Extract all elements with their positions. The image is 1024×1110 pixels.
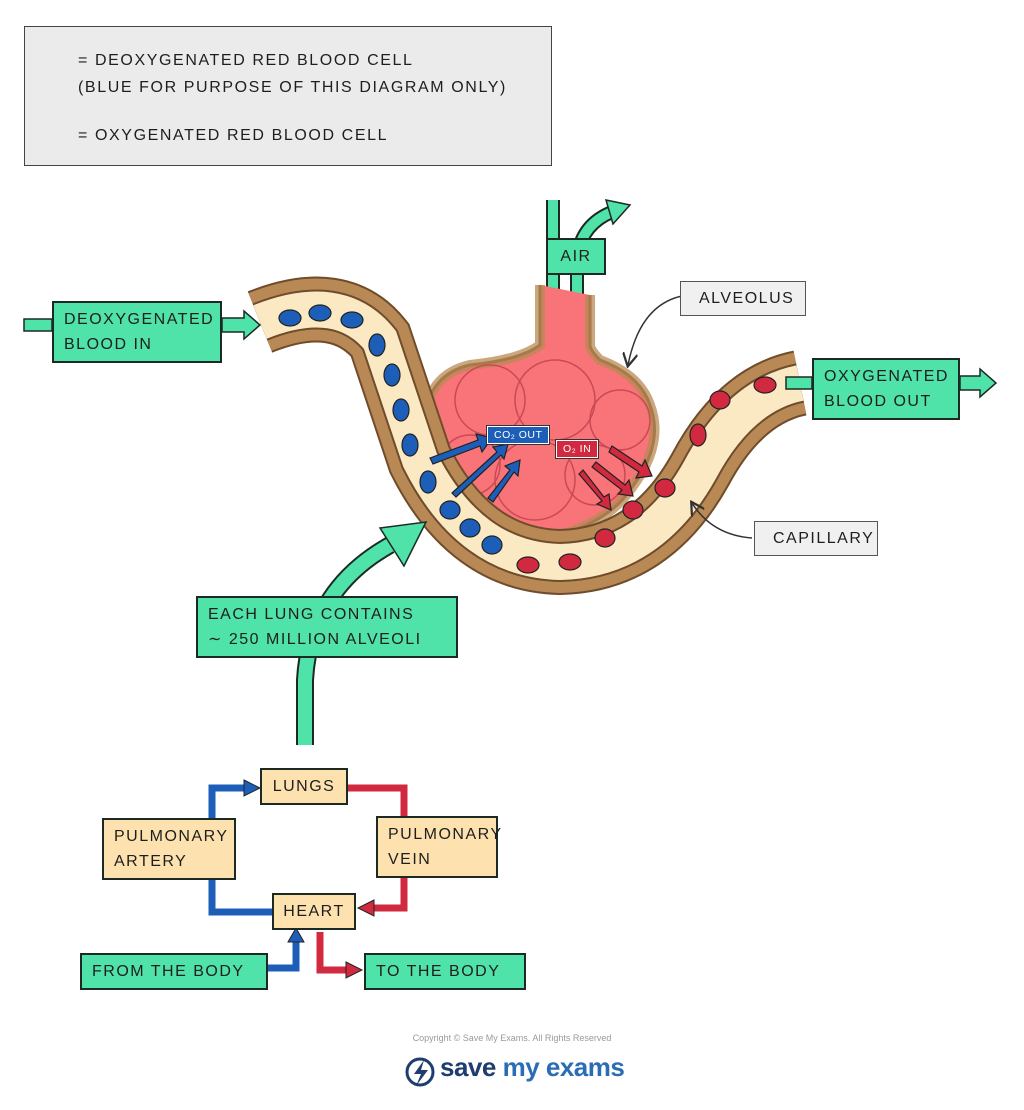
save-my-exams-logo-icon	[405, 1057, 435, 1087]
pulmonary-vein-box: PULMONARY VEIN	[376, 816, 501, 878]
co2-out-label: CO₂ OUT	[485, 425, 551, 445]
heart-box: HEART	[272, 893, 356, 930]
oxygenated-cells	[516, 376, 777, 574]
blood-in-arrow	[23, 309, 262, 341]
from-the-body-label: FROM THE BODY	[80, 953, 268, 990]
o2-in-label: O₂ IN	[554, 439, 600, 459]
o2-in-arrows	[578, 445, 653, 511]
copyright-text: Copyright © Save My Exams. All Rights Re…	[412, 1033, 612, 1043]
legend-oxy-label: = OXYGENATED RED BLOOD CELL	[78, 127, 389, 144]
legend-deoxy-note: (BLUE FOR PURPOSE OF THIS DIAGRAM ONLY)	[78, 79, 507, 96]
pulmonary-artery-box: PULMONARY ARTERY	[102, 818, 236, 880]
brand-save: save	[440, 1052, 503, 1082]
blood-out-arrow	[785, 367, 998, 399]
alveolus-pointer	[628, 295, 683, 365]
lung-fact-label: EACH LUNG CONTAINS ∼ 250 MILLION ALVEOLI	[196, 596, 458, 658]
deoxygenated-cells	[278, 304, 503, 555]
co2-out-arrows	[429, 433, 521, 503]
brand-my-exams: my exams	[502, 1052, 625, 1082]
to-the-body-label: TO THE BODY	[364, 953, 526, 990]
deoxygenated-blood-in-label: DEOXYGENATED BLOOD IN	[52, 301, 222, 363]
circuit-red-heads	[345, 899, 375, 979]
capillary-pointer	[692, 503, 753, 539]
legend-deoxy-label: = DEOXYGENATED RED BLOOD CELL	[78, 52, 414, 69]
brand-logo-text: save my exams	[440, 1052, 625, 1083]
oxygenated-blood-out-label: OXYGENATED BLOOD OUT	[812, 358, 960, 420]
capillary-tag: CAPILLARY	[754, 521, 878, 556]
air-label: AIR	[546, 238, 606, 275]
lungs-box: LUNGS	[260, 768, 348, 805]
legend	[24, 26, 552, 166]
alveolus-tag: ALVEOLUS	[680, 281, 806, 316]
circuit-blue-heads	[243, 779, 305, 943]
